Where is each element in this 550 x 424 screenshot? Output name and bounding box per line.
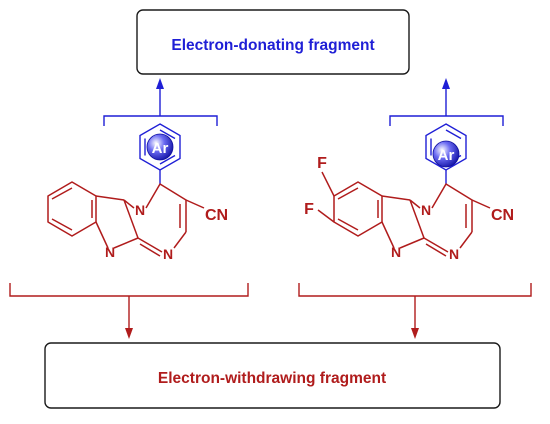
left-n-imidazole: N bbox=[105, 244, 115, 260]
acceptor-arrow-left bbox=[125, 328, 133, 339]
donor-arrow-left bbox=[156, 78, 164, 89]
left-ar-label: Ar bbox=[152, 140, 169, 157]
donor-arrow-right bbox=[442, 78, 450, 89]
electron-donating-label: Electron-donating fragment bbox=[171, 37, 374, 54]
acceptor-bracket-left bbox=[9, 283, 249, 330]
right-molecule: Ar F F N N N CN bbox=[304, 123, 514, 262]
left-core-bonds bbox=[47, 181, 205, 257]
right-ar-label: Ar bbox=[438, 147, 455, 164]
donor-bracket-left bbox=[103, 86, 218, 126]
acceptor-arrow-right bbox=[411, 328, 419, 339]
right-n-bridgehead: N bbox=[421, 202, 431, 218]
right-f-label-top: F bbox=[317, 155, 327, 172]
right-cn-label: CN bbox=[491, 207, 514, 224]
electron-withdrawing-label: Electron-withdrawing fragment bbox=[158, 370, 386, 387]
left-n-pyrimidine: N bbox=[163, 246, 173, 262]
electron-withdrawing-box: Electron-withdrawing fragment bbox=[44, 342, 501, 409]
electron-donating-box: Electron-donating fragment bbox=[136, 9, 410, 75]
left-molecule: Ar N N N CN bbox=[47, 123, 228, 262]
right-core-bonds bbox=[317, 171, 491, 257]
right-n-imidazole: N bbox=[391, 244, 401, 260]
left-cn-label: CN bbox=[205, 207, 228, 224]
donor-bracket-right bbox=[389, 86, 504, 126]
acceptor-bracket-right bbox=[298, 283, 532, 330]
right-f-label-left: F bbox=[304, 201, 314, 218]
left-ar-sphere bbox=[146, 133, 174, 161]
right-n-pyrimidine: N bbox=[449, 246, 459, 262]
left-n-bridgehead: N bbox=[135, 202, 145, 218]
right-ar-sphere bbox=[432, 140, 460, 168]
left-aryl-ring bbox=[139, 123, 181, 184]
